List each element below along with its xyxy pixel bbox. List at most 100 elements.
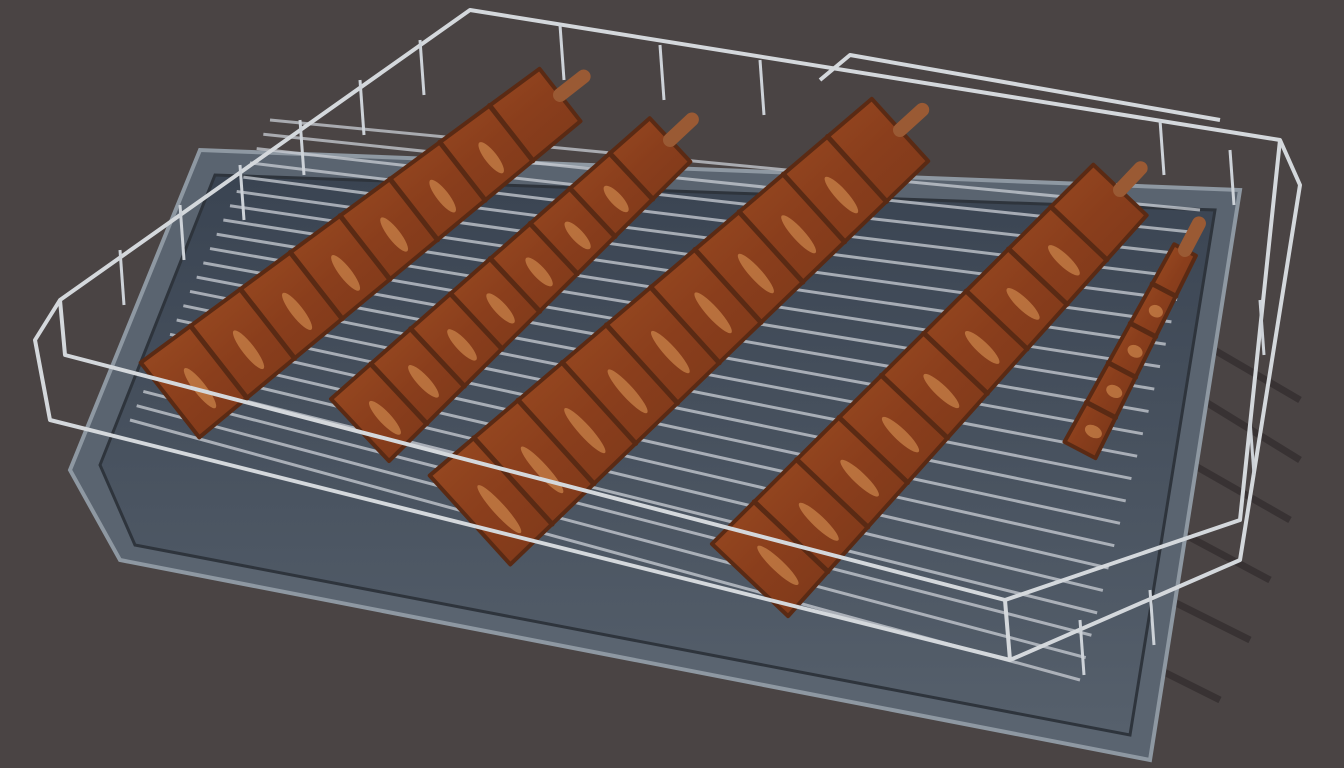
rib-groove	[447, 291, 505, 352]
rib-glaze-highlight	[486, 293, 515, 324]
rib-glaze-highlight	[607, 369, 648, 414]
grill-wire	[156, 361, 1104, 592]
rib-groove	[751, 499, 831, 575]
basket-post	[238, 164, 246, 221]
basket-post	[658, 44, 666, 101]
rib-glaze-highlight	[881, 416, 920, 453]
rib-groove	[825, 134, 889, 204]
rib-groove	[648, 284, 722, 366]
rib-body	[427, 96, 931, 567]
rib-groove	[487, 256, 543, 314]
rib-groove	[736, 209, 806, 285]
rib-glaze-highlight	[923, 373, 960, 409]
rib-groove	[878, 372, 950, 441]
rib-glaze-highlight	[232, 330, 265, 370]
rib-groove	[607, 150, 656, 202]
basket-post	[1248, 419, 1256, 476]
basket-posts	[118, 24, 1266, 676]
rib-glaze-highlight	[840, 459, 879, 497]
basket-post	[758, 59, 766, 116]
rib-bone-end	[663, 112, 699, 147]
rib-glaze-highlight	[331, 255, 361, 291]
rib-glaze-highlight	[1127, 344, 1143, 358]
rib-groove	[780, 171, 848, 245]
rib-bone-end	[1113, 161, 1148, 197]
rib-groove	[604, 322, 680, 406]
rib-groove	[794, 457, 871, 530]
rib-bone-end	[893, 102, 930, 137]
rib-groove	[1083, 399, 1119, 421]
rib-glaze-highlight	[478, 142, 504, 174]
rib-glaze-highlight	[650, 330, 690, 374]
grill-wire	[169, 332, 1115, 548]
rib-groove	[1048, 204, 1110, 263]
basket-post	[1158, 119, 1166, 176]
rib-rack-2	[328, 112, 699, 464]
rib-groove	[337, 213, 393, 282]
rib-glaze-highlight	[525, 257, 553, 287]
rib-glaze-highlight	[1148, 304, 1163, 318]
rib-glaze-highlight	[1006, 288, 1040, 320]
rib-glaze-highlight	[1106, 384, 1123, 399]
wire-basket	[33, 8, 1302, 662]
ribs-layer	[138, 66, 1206, 619]
rib-groove	[1127, 320, 1159, 340]
grill-wire	[162, 347, 1109, 570]
rib-glaze-highlight	[1084, 424, 1102, 439]
rib-groove	[559, 360, 639, 446]
rib-groove	[387, 176, 441, 243]
rib-glaze-highlight	[603, 185, 629, 213]
rib-rack-4	[709, 161, 1149, 619]
rib-groove	[237, 286, 298, 361]
grill-wire	[269, 118, 1201, 212]
basket-post	[418, 39, 426, 96]
rib-groove	[1149, 281, 1179, 299]
rib-groove	[487, 103, 536, 164]
basket-post	[1228, 149, 1236, 206]
rib-groove	[527, 221, 580, 277]
rib-groove	[963, 288, 1030, 352]
rib-glaze-highlight	[408, 365, 439, 398]
basket-post	[178, 204, 186, 261]
rib-rack-5	[1062, 216, 1206, 461]
rib-glaze-highlight	[964, 330, 1000, 364]
rib-glaze-highlight	[564, 221, 591, 250]
rib-glaze-highlight	[737, 253, 774, 294]
basket-post	[1148, 589, 1156, 646]
basket-post	[1078, 619, 1086, 676]
rib-glaze-highlight	[447, 329, 477, 361]
rib-bone-end	[553, 69, 591, 102]
rib-glaze-highlight	[1048, 245, 1080, 276]
rib-rack-3	[427, 96, 931, 567]
rib-groove	[408, 326, 467, 389]
rib-groove	[921, 330, 990, 396]
rib-glaze-highlight	[757, 545, 799, 586]
grill-wire	[142, 389, 1092, 637]
basket-post	[1258, 299, 1266, 356]
rib-groove	[1105, 360, 1139, 380]
rib-glaze-highlight	[282, 292, 313, 330]
rib-groove	[1006, 246, 1070, 307]
rib-glaze-highlight	[824, 176, 859, 214]
rib-bone-end	[1178, 216, 1206, 257]
rib-glaze-highlight	[477, 485, 522, 534]
rib-groove	[692, 247, 764, 325]
rib-groove	[836, 414, 911, 486]
rib-glaze-highlight	[798, 502, 839, 541]
rib-glaze-highlight	[781, 215, 817, 254]
grill-wire	[136, 404, 1087, 660]
rib-groove	[368, 361, 430, 427]
rib-groove	[471, 435, 555, 527]
basket-post	[558, 24, 566, 81]
rib-groove	[188, 323, 250, 401]
rib-glaze-highlight	[368, 400, 401, 435]
rib-groove	[287, 249, 345, 322]
basket-post	[298, 119, 306, 176]
rib-glaze-highlight	[380, 217, 409, 252]
rib-groove	[437, 139, 488, 203]
rib-glaze-highlight	[694, 292, 732, 334]
rib-groove	[515, 397, 597, 487]
rib-glaze-highlight	[429, 179, 456, 213]
basket-post	[118, 249, 126, 306]
